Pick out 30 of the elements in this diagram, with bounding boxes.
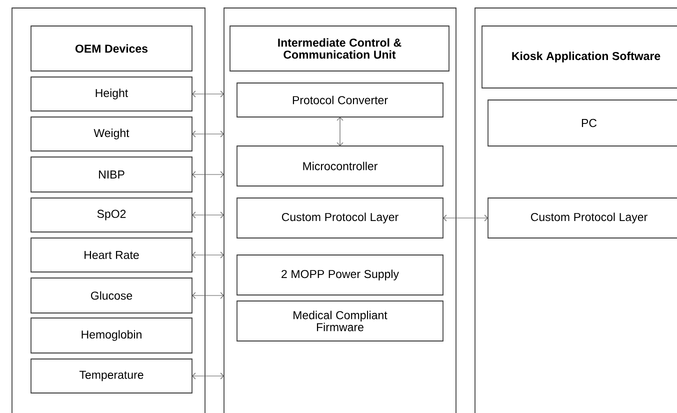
module-box: Medical Compliant Firmware <box>236 300 444 342</box>
device-box: SpO2 <box>30 198 192 232</box>
module-box: Protocol Converter <box>236 82 444 118</box>
module-box: 2 MOPP Power Supply <box>236 254 444 296</box>
arrow <box>192 212 224 218</box>
header-box: Intermediate Control & Communication Unit <box>230 26 450 72</box>
arrow <box>192 252 224 258</box>
column-panel <box>224 8 456 413</box>
device-box: NIBP <box>30 156 192 192</box>
arrow <box>443 214 488 222</box>
header-box: OEM Devices <box>30 26 192 72</box>
device-box: Weight <box>30 116 192 152</box>
arrow <box>336 117 344 146</box>
device-box: Temperature <box>30 358 192 394</box>
device-box: Glucose <box>30 278 192 314</box>
arrow <box>192 171 224 178</box>
arrow <box>192 90 224 98</box>
module-box: Custom Protocol Layer <box>488 198 677 238</box>
column-panel <box>474 8 677 413</box>
arrow <box>192 372 224 380</box>
module-box: Microcontroller <box>236 146 444 186</box>
header-box: Kiosk Application Software <box>482 26 677 88</box>
column-panel <box>12 8 206 413</box>
device-box: Hemoglobin <box>30 318 192 354</box>
device-box: Height <box>30 76 192 112</box>
module-box: PC <box>488 100 677 146</box>
module-box: Custom Protocol Layer <box>236 198 444 238</box>
arrow <box>192 130 224 138</box>
arrow <box>192 292 224 299</box>
device-box: Heart Rate <box>30 238 192 272</box>
